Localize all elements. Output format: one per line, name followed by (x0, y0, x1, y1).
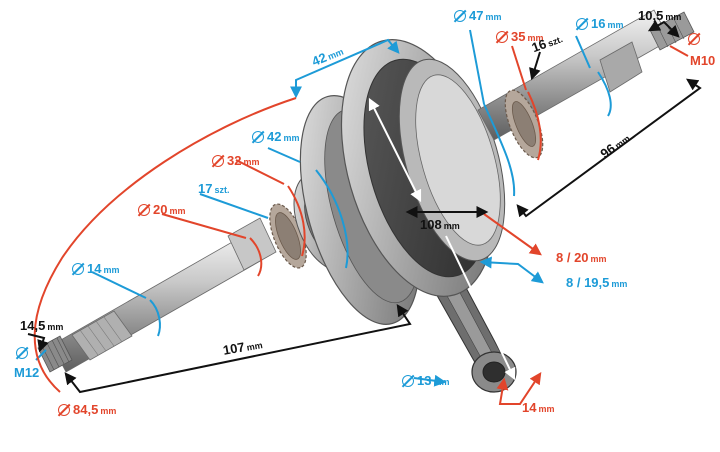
label-m10: M10 (690, 53, 716, 68)
diameter-icon (72, 263, 84, 275)
dim-84-5-loop (33, 97, 297, 393)
diameter-icon (454, 10, 466, 22)
dim-96-line (516, 78, 702, 218)
diameter-icon (212, 155, 224, 167)
diameter-icon (252, 131, 264, 143)
dim-16-szt-line (529, 51, 541, 81)
dim-14-small-line (496, 372, 542, 405)
dim-8-19-5-line (479, 256, 544, 284)
dim-8-20-line (483, 213, 542, 256)
black-dimension-lines (27, 20, 702, 394)
diameter-icon (402, 375, 414, 387)
dim-20-arc (249, 237, 263, 277)
rod-white-line (445, 235, 516, 381)
dim-14-5-line (27, 333, 49, 353)
diameter-icon (576, 18, 588, 30)
diameter-icon (496, 31, 508, 43)
diameter-icon (16, 347, 28, 359)
dim-42-width-line (290, 38, 400, 99)
dim-10-5-line (647, 20, 680, 38)
dim-42-arc (315, 169, 349, 269)
dim-107-line (64, 304, 412, 394)
label-m12: M12 (14, 365, 40, 380)
dim-108-white-line (368, 97, 422, 203)
left-sprocket (269, 203, 307, 269)
blue-dimension-lines (35, 29, 612, 387)
diameter-icon (58, 404, 70, 416)
red-dimension-lines (33, 45, 689, 405)
label-m12-diameter (16, 346, 31, 359)
dim-47-arc (483, 103, 516, 197)
label-m10-diameter (688, 32, 703, 45)
dim-32-arc (287, 185, 306, 257)
diameter-icon (138, 204, 150, 216)
diameter-icon (688, 33, 700, 45)
